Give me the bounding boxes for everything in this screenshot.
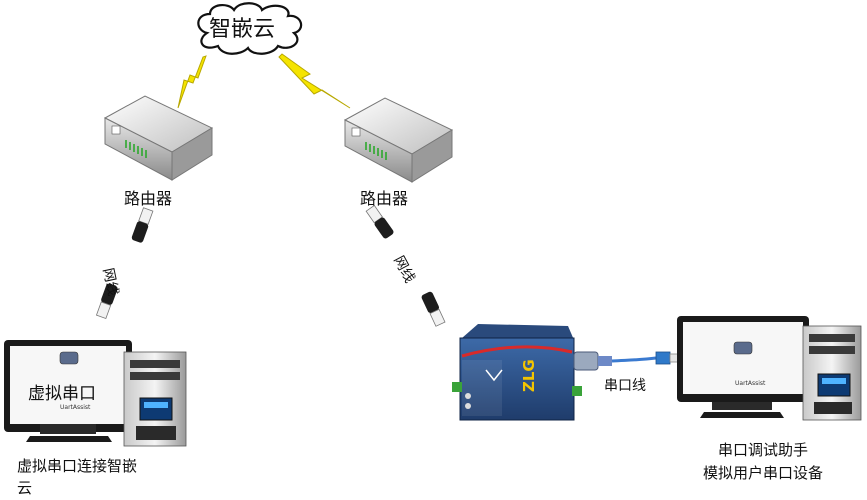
ethernet-plug-right-bottom (421, 291, 446, 327)
router-left-label: 路由器 (124, 189, 173, 208)
left-app-name: UartAssist (60, 404, 91, 411)
lightning-right-icon (278, 53, 351, 109)
right-pc (677, 316, 862, 421)
right-pc-caption-line2: 模拟用户串口设备 (702, 464, 823, 482)
serial-cable (573, 351, 683, 371)
virtual-serial-screen-label: 虚拟串口 (28, 384, 96, 404)
cloud-label: 智嵌云 (209, 17, 276, 42)
ethernet-plug-right-top (365, 204, 394, 239)
serial-cable-label: 串口线 (604, 378, 646, 394)
device-brand: ZLG (520, 359, 538, 392)
ethernet-plug-left-bottom (95, 283, 118, 320)
right-app-name: UartAssist (735, 380, 766, 387)
lightning-left-icon (177, 55, 207, 109)
cloud-icon (197, 2, 303, 55)
serial-server-icon: ZLG (452, 324, 582, 421)
right-pc-caption-line1: 串口调试助手 (717, 441, 808, 459)
left-pc (4, 340, 187, 447)
router-right-label: 路由器 (360, 189, 409, 208)
router-left (103, 95, 214, 181)
router-right (343, 97, 454, 183)
ethernet-plug-left-top (131, 207, 154, 243)
left-pc-caption: 虚拟串口连接智嵌云 (17, 457, 138, 497)
serial-port-icon (59, 351, 79, 365)
right-pc-caption: 串口调试助手 模拟用户串口设备 (678, 439, 848, 485)
serial-port-icon-right (733, 341, 753, 355)
